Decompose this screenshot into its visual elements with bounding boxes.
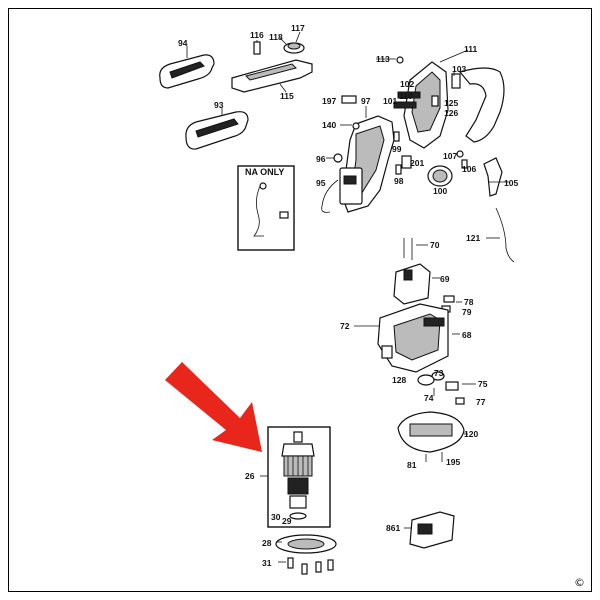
label-140: 140	[322, 120, 336, 130]
part-103-bracket[interactable]	[451, 72, 461, 89]
part-140-screw[interactable]	[340, 122, 360, 130]
part-121-power-cable[interactable]	[486, 207, 515, 263]
label-75: 75	[478, 379, 488, 389]
label-126: 126	[444, 108, 458, 118]
part-93-side-panel[interactable]	[185, 108, 249, 150]
part-117-knob[interactable]	[279, 31, 305, 54]
part-116-screw[interactable]	[253, 40, 261, 55]
part-107-screw[interactable]	[456, 150, 468, 169]
part-28-fan-baffle[interactable]	[275, 534, 337, 554]
label-201: 201	[410, 158, 424, 168]
diagram-frame	[8, 8, 592, 592]
label-93: 93	[214, 100, 224, 110]
part-69-brush-holder[interactable]	[393, 263, 440, 305]
label-77: 77	[476, 397, 486, 407]
part-115-top-cover[interactable]	[231, 59, 313, 93]
label-68: 68	[462, 330, 472, 340]
label-116: 116	[250, 30, 264, 40]
part-75-clip[interactable]	[445, 381, 476, 391]
part-96-cable-clip[interactable]	[326, 153, 343, 163]
label-79: 79	[462, 307, 472, 317]
part-105-cable-sleeve[interactable]	[483, 157, 510, 197]
na-only-box: NA ONLY	[237, 165, 295, 251]
label-113: 113	[376, 54, 390, 64]
na-only-label: NA ONLY	[245, 167, 284, 177]
label-73: 73	[434, 368, 444, 378]
label-103: 103	[452, 64, 466, 74]
label-94: 94	[178, 38, 188, 48]
label-115: 115	[280, 91, 294, 101]
part-120-end-cap[interactable]	[397, 411, 468, 453]
part-197-badge[interactable]	[341, 95, 357, 104]
part-111-rear-housing[interactable]	[403, 49, 469, 149]
label-99: 99	[392, 144, 402, 154]
label-106: 106	[462, 164, 476, 174]
red-pointer-arrow	[165, 362, 262, 452]
label-74: 74	[424, 393, 434, 403]
label-29: 29	[282, 516, 292, 526]
label-95: 95	[316, 178, 326, 188]
part-31-screws[interactable]	[278, 557, 334, 575]
part-113-screw[interactable]	[376, 56, 404, 64]
label-31: 31	[262, 558, 272, 568]
part-72-bracket[interactable]	[354, 325, 393, 359]
label-120: 120	[464, 429, 478, 439]
part-99-screw[interactable]	[393, 131, 400, 142]
label-117: 117	[291, 23, 305, 33]
part-201-plate[interactable]	[401, 155, 412, 169]
side-handle[interactable]	[458, 67, 505, 143]
label-110: 110	[399, 91, 413, 101]
label-26: 26	[245, 471, 255, 481]
label-125: 125	[444, 98, 458, 108]
label-98: 98	[394, 176, 404, 186]
label-96: 96	[316, 154, 326, 164]
label-78: 78	[464, 297, 474, 307]
label-30: 30	[271, 512, 281, 522]
label-70: 70	[430, 240, 440, 250]
label-69: 69	[440, 274, 450, 284]
part-70-bolt[interactable]	[403, 238, 428, 260]
label-861: 861	[386, 523, 400, 533]
part-128-ring[interactable]	[417, 374, 435, 386]
label-195: 195	[446, 457, 460, 467]
part-125-spring[interactable]	[431, 95, 439, 107]
part-68-motor-housing[interactable]	[377, 303, 460, 373]
label-81: 81	[407, 460, 417, 470]
copyright-symbol: ©	[574, 576, 585, 589]
part-110-gear[interactable]	[393, 91, 421, 109]
part-94-side-panel[interactable]	[159, 46, 215, 89]
part-81-screw[interactable]	[425, 452, 443, 462]
label-101: 101	[383, 96, 397, 106]
label-97: 97	[361, 96, 371, 106]
label-128: 128	[392, 375, 406, 385]
label-72: 72	[340, 321, 350, 331]
label-100: 100	[433, 186, 447, 196]
label-105: 105	[504, 178, 518, 188]
label-118: 118	[269, 32, 283, 42]
part-26-armature-box[interactable]	[260, 426, 331, 528]
part-98-screw[interactable]	[395, 164, 402, 175]
part-100-collar[interactable]	[427, 165, 453, 187]
label-102: 102	[400, 79, 414, 89]
part-labels: 94 93 116 117 118 115 113 111 103 102 19…	[178, 23, 518, 568]
label-111: 111	[464, 44, 478, 54]
part-77-screw[interactable]	[455, 397, 465, 405]
label-121: 121	[466, 233, 480, 243]
label-107: 107	[443, 151, 457, 161]
label-28: 28	[262, 538, 272, 548]
label-197: 197	[322, 96, 336, 106]
part-95-switch[interactable]	[321, 167, 363, 213]
part-861-kit[interactable]	[404, 511, 455, 549]
